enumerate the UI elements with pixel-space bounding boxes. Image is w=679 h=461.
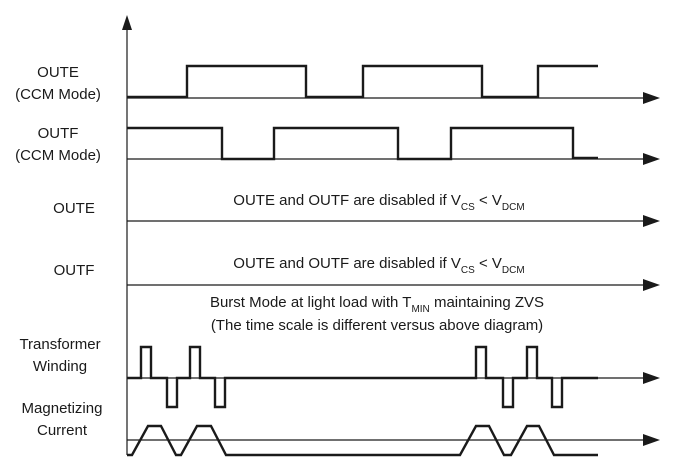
current-label: Current: [37, 422, 88, 439]
outf-label: OUTF: [54, 262, 95, 279]
oute-axis: [127, 215, 660, 227]
outf-ccm-axis: [127, 153, 660, 165]
outf-ccm-waveform: [127, 126, 598, 161]
transformer-label: Transformer: [19, 336, 100, 353]
outf-disabled-note: OUTE and OUTF are disabled if VCS < VDCM: [233, 255, 524, 276]
magnetizing-label: Magnetizing: [22, 400, 103, 417]
oute-ccm-axis: [127, 92, 660, 104]
oute-ccm-label: OUTE: [37, 64, 79, 81]
time-scale-note: (The time scale is different versus abov…: [211, 317, 543, 334]
oute-disabled-note: OUTE and OUTF are disabled if VCS < VDCM: [233, 192, 524, 213]
vertical-axis-arrowhead: [122, 15, 132, 30]
transformer-winding-waveform: [127, 345, 598, 409]
burst-mode-note: Burst Mode at light load with TMIN maint…: [210, 294, 544, 315]
outf-ccm-mode-label: (CCM Mode): [15, 147, 101, 164]
oute-label: OUTE: [53, 200, 95, 217]
outf-axis: [127, 279, 660, 291]
oute-ccm-waveform: [127, 64, 598, 99]
oute-ccm-mode-label: (CCM Mode): [15, 86, 101, 103]
magnetizing-current-axis: [127, 434, 660, 446]
outf-ccm-label: OUTF: [38, 125, 79, 142]
winding-label: Winding: [33, 358, 87, 375]
magnetizing-current-waveform: [127, 424, 598, 457]
